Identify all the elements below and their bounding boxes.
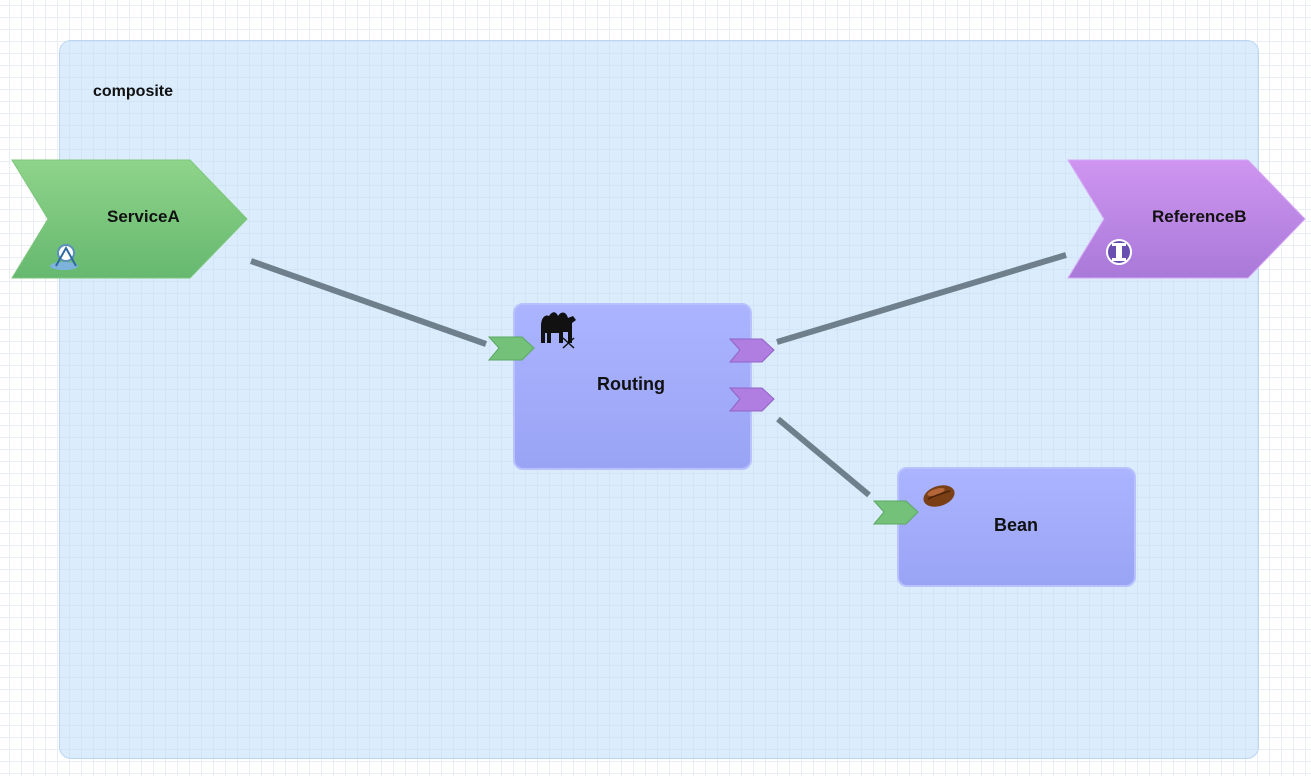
wire-routing-referenceb[interactable] <box>776 252 1067 345</box>
routing-label: Routing <box>597 374 665 394</box>
bean-label: Bean <box>993 515 1039 535</box>
bean-icon <box>923 485 955 507</box>
service-label: ServiceA <box>107 207 180 226</box>
composite-label: composite <box>93 83 174 100</box>
routing-reference-port-2[interactable] <box>728 387 775 412</box>
interface-icon <box>1106 239 1132 265</box>
wire-routing-bean[interactable] <box>776 416 871 498</box>
routing-service-port[interactable] <box>487 336 535 361</box>
wire-servicea-routing[interactable] <box>250 258 487 347</box>
service-binding-icon <box>50 244 78 270</box>
reference-label: ReferenceB <box>1152 207 1247 226</box>
bean-service-port[interactable] <box>872 500 919 525</box>
routing-reference-port-1[interactable] <box>728 338 775 363</box>
camel-icon <box>541 312 576 349</box>
